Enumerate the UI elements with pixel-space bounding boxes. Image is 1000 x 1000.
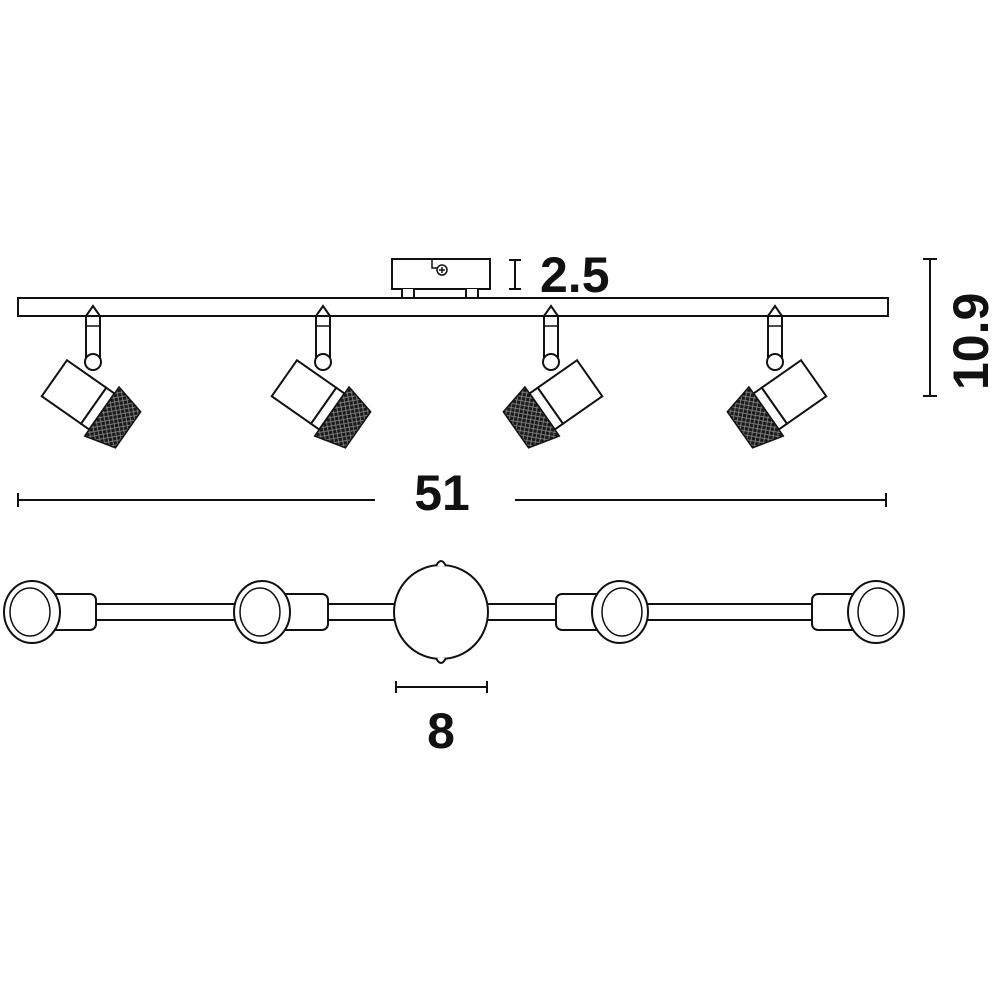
top-view: 8 bbox=[3, 560, 905, 759]
round-base bbox=[393, 560, 489, 664]
top-spotlight-3 bbox=[555, 580, 649, 644]
mount-height-dimension: 2.5 bbox=[509, 247, 610, 303]
total-height-label: 10.9 bbox=[943, 293, 999, 390]
ceiling-mount bbox=[391, 258, 491, 307]
base-diameter-label: 8 bbox=[427, 703, 455, 759]
top-spotlight-2 bbox=[233, 580, 329, 644]
top-spotlight-1 bbox=[3, 580, 97, 644]
spotlight-2 bbox=[266, 305, 377, 456]
side-view: 2.5 10.9 51 bbox=[17, 247, 999, 521]
mount-height-label: 2.5 bbox=[540, 247, 610, 303]
total-height-dimension: 10.9 bbox=[923, 258, 999, 397]
total-length-dimension: 51 bbox=[17, 465, 887, 521]
track-bar bbox=[17, 297, 889, 317]
spotlight-4 bbox=[721, 305, 832, 456]
top-spotlight-4 bbox=[811, 580, 905, 644]
base-diameter-dimension: 8 bbox=[395, 681, 488, 759]
total-length-label: 51 bbox=[414, 465, 470, 521]
spotlight-3 bbox=[497, 305, 608, 456]
spotlight-1 bbox=[36, 305, 147, 456]
